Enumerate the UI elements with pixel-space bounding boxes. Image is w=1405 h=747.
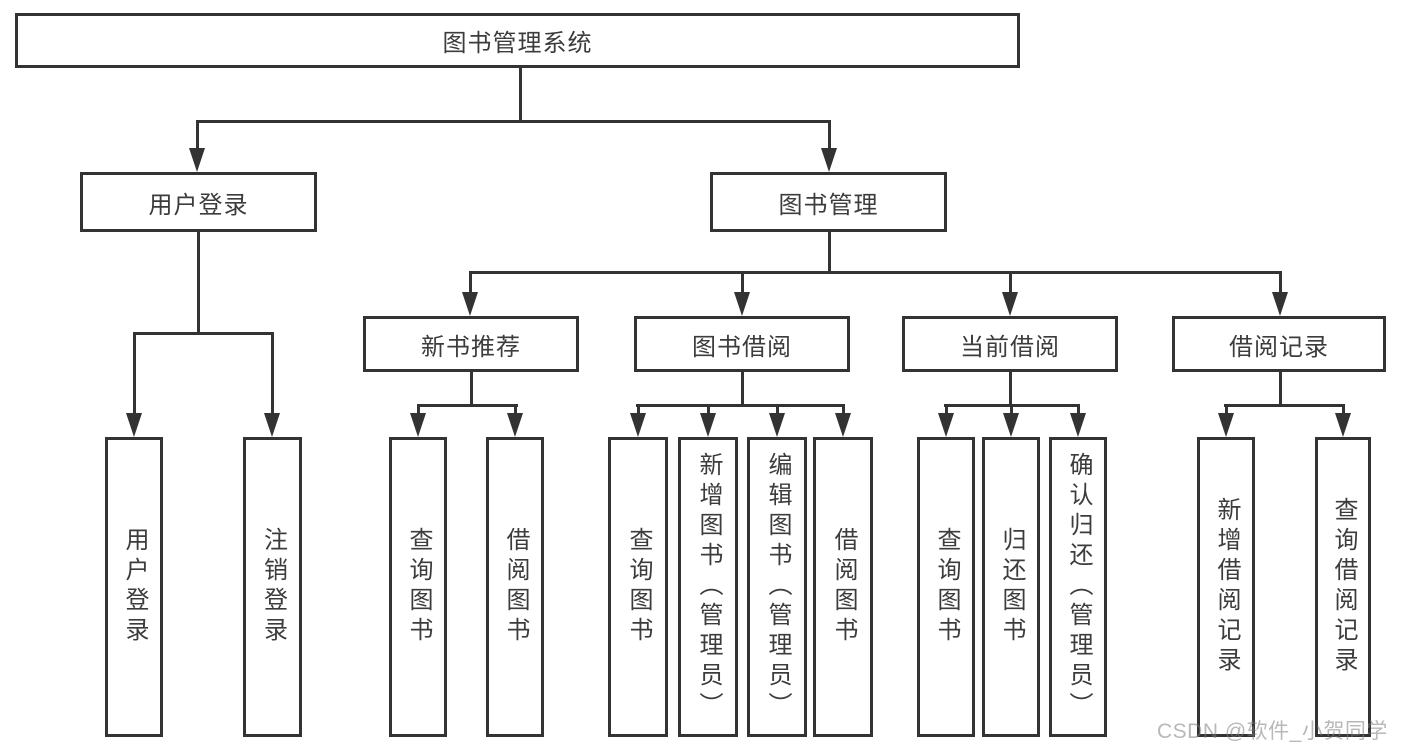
edge-line bbox=[469, 271, 1282, 274]
edge-line bbox=[1009, 370, 1012, 406]
node-new-book-recommend: 新书推荐 bbox=[363, 316, 579, 372]
leaf-label: 查询图书 bbox=[405, 527, 432, 647]
edge-line bbox=[197, 230, 200, 334]
edge-line bbox=[133, 332, 136, 416]
arrowhead-icon bbox=[264, 413, 280, 437]
arrowhead-icon bbox=[462, 292, 478, 316]
edge-line bbox=[828, 230, 831, 273]
node-book-borrowing: 图书借阅 bbox=[634, 316, 850, 372]
leaf-label: 归还图书 bbox=[998, 527, 1025, 647]
leaf-label: 查询图书 bbox=[625, 527, 652, 647]
leaf-query-books-recommend: 查询图书 bbox=[389, 437, 447, 737]
arrowhead-icon bbox=[1070, 413, 1086, 437]
edge-line bbox=[1010, 404, 1013, 416]
edge-line bbox=[1342, 404, 1345, 416]
edge-line bbox=[1077, 404, 1080, 416]
edge-line bbox=[271, 332, 274, 416]
edge-line bbox=[776, 404, 779, 416]
edge-line bbox=[636, 404, 845, 407]
arrowhead-icon bbox=[1003, 413, 1019, 437]
leaf-edit-book-admin: 编辑图书（管理员） bbox=[747, 437, 807, 737]
arrowhead-icon bbox=[938, 413, 954, 437]
edge-line bbox=[1279, 271, 1282, 295]
edge-line bbox=[842, 404, 845, 416]
leaf-label: 编辑图书（管理员） bbox=[764, 452, 791, 722]
leaf-add-borrow-record: 新增借阅记录 bbox=[1197, 437, 1255, 737]
leaf-label: 确认归还（管理员） bbox=[1065, 452, 1092, 722]
arrowhead-icon bbox=[410, 413, 426, 437]
leaf-label: 注销登录 bbox=[259, 527, 287, 647]
edge-line bbox=[1279, 370, 1282, 406]
edge-line bbox=[1009, 271, 1012, 295]
edge-line bbox=[741, 271, 744, 295]
edge-line bbox=[741, 370, 744, 406]
arrowhead-icon bbox=[821, 148, 837, 172]
arrowhead-icon bbox=[734, 292, 750, 316]
arrowhead-icon bbox=[769, 413, 785, 437]
edge-line bbox=[470, 370, 473, 406]
arrowhead-icon bbox=[1002, 292, 1018, 316]
leaf-label: 新增借阅记录 bbox=[1213, 497, 1240, 677]
leaf-query-borrow-record: 查询借阅记录 bbox=[1315, 437, 1371, 737]
leaf-user-login: 用户登录 bbox=[105, 437, 163, 737]
node-borrowing-records: 借阅记录 bbox=[1172, 316, 1386, 372]
arrowhead-icon bbox=[189, 148, 205, 172]
edge-line bbox=[133, 332, 274, 335]
arrowhead-icon bbox=[630, 413, 646, 437]
leaf-add-book-admin: 新增图书（管理员） bbox=[678, 437, 738, 737]
leaf-confirm-return-admin: 确认归还（管理员） bbox=[1049, 437, 1107, 737]
edge-line bbox=[417, 404, 420, 416]
leaf-label: 借阅图书 bbox=[502, 527, 529, 647]
arrowhead-icon bbox=[1218, 413, 1234, 437]
leaf-label: 查询借阅记录 bbox=[1330, 497, 1357, 677]
arrowhead-icon bbox=[1335, 413, 1351, 437]
node-root-system: 图书管理系统 bbox=[15, 13, 1020, 68]
arrowhead-icon bbox=[126, 413, 142, 437]
leaf-label: 查询图书 bbox=[933, 527, 960, 647]
node-book-management: 图书管理 bbox=[710, 172, 947, 232]
edge-line bbox=[196, 120, 199, 152]
edge-line bbox=[1224, 404, 1345, 407]
leaf-label: 新增图书（管理员） bbox=[695, 452, 722, 722]
leaf-logout: 注销登录 bbox=[243, 437, 302, 737]
leaf-query-books-borrowing: 查询图书 bbox=[608, 437, 668, 737]
arrowhead-icon bbox=[700, 413, 716, 437]
edge-line bbox=[637, 404, 640, 416]
edge-line bbox=[707, 404, 710, 416]
edge-line bbox=[514, 404, 517, 416]
edge-line bbox=[417, 404, 518, 407]
leaf-label: 借阅图书 bbox=[830, 527, 857, 647]
node-current-borrowing: 当前借阅 bbox=[902, 316, 1118, 372]
arrowhead-icon bbox=[507, 413, 523, 437]
arrowhead-icon bbox=[835, 413, 851, 437]
leaf-query-books-current: 查询图书 bbox=[917, 437, 975, 737]
arrowhead-icon bbox=[1272, 292, 1288, 316]
leaf-borrow-books-borrowing: 借阅图书 bbox=[813, 437, 873, 737]
leaf-label: 用户登录 bbox=[121, 527, 148, 647]
node-user-login: 用户登录 bbox=[80, 172, 317, 232]
leaf-return-book: 归还图书 bbox=[982, 437, 1040, 737]
leaf-borrow-books-recommend: 借阅图书 bbox=[486, 437, 544, 737]
csdn-watermark: CSDN @软件_小贺同学 bbox=[1157, 720, 1388, 743]
edge-line bbox=[1225, 404, 1228, 416]
edge-line bbox=[828, 120, 831, 152]
edge-line bbox=[519, 67, 522, 122]
edge-line bbox=[196, 120, 831, 123]
edge-line bbox=[469, 271, 472, 295]
edge-line bbox=[945, 404, 948, 416]
